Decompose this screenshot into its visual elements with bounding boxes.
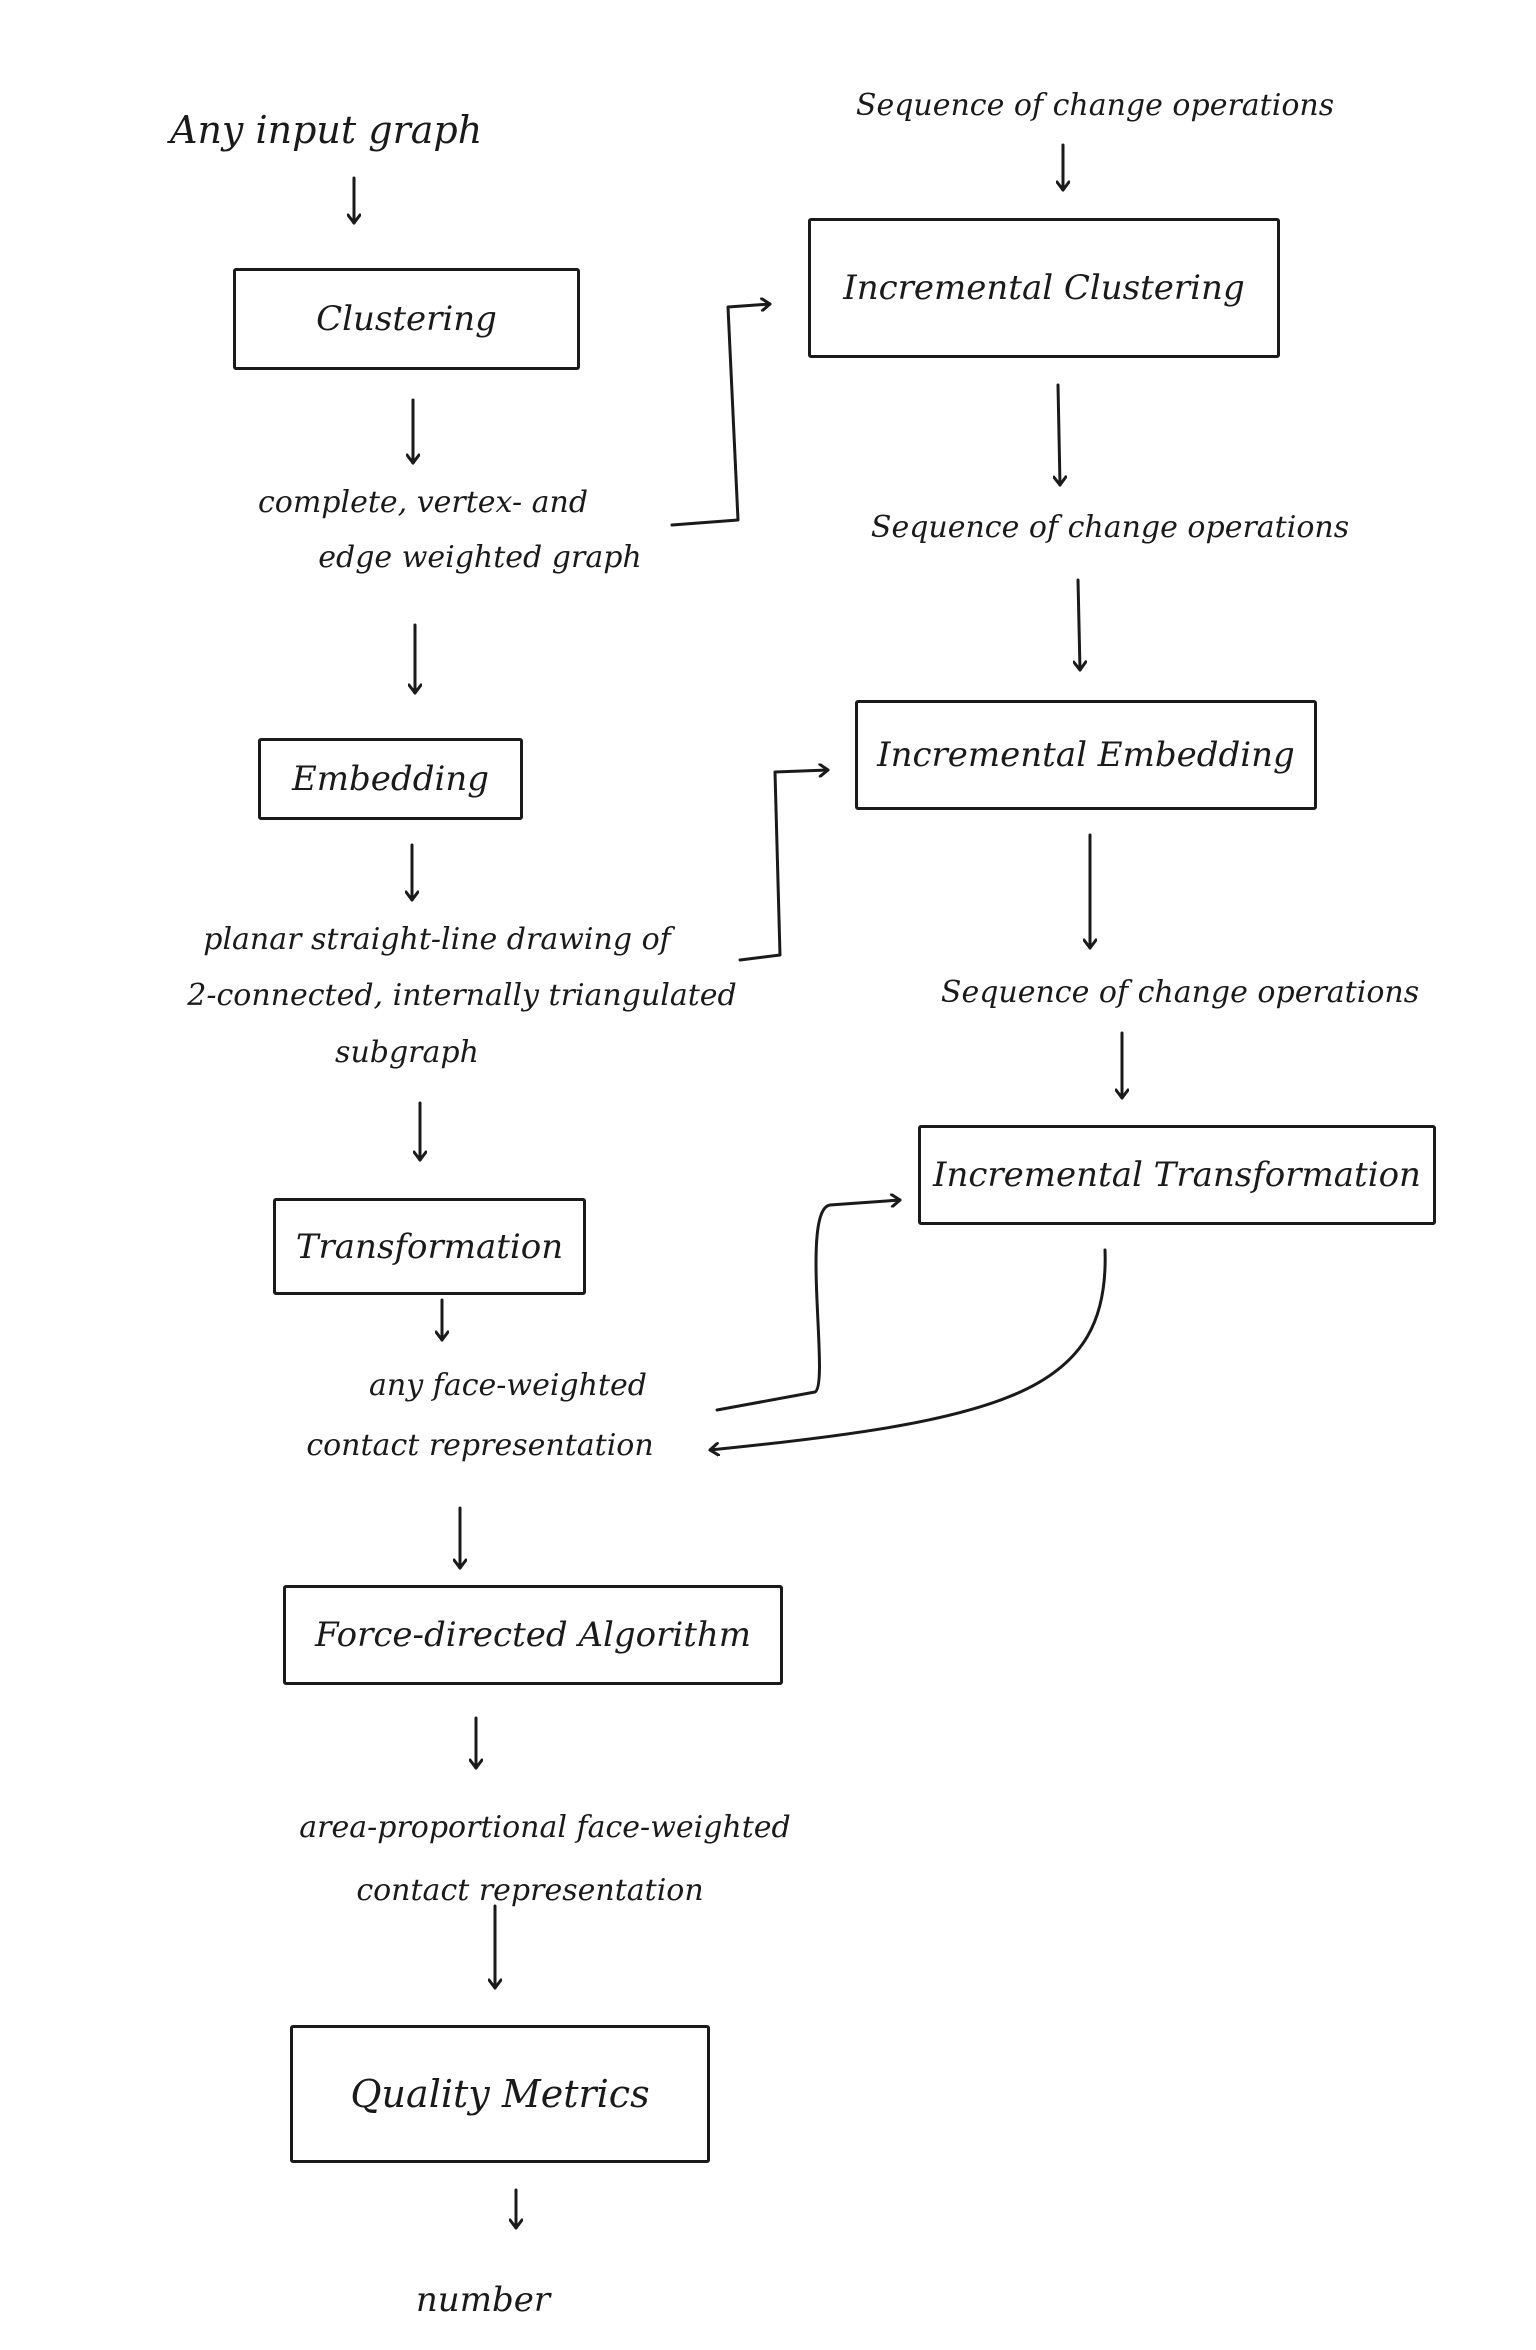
quality-metrics-label: Quality Metrics	[350, 2072, 650, 2116]
clustering-sequence-label: Sequence of change operations	[870, 510, 1350, 545]
transformation-box[interactable]: Transformation	[273, 1198, 586, 1295]
transformation-output-line1: any face-weighted	[369, 1368, 647, 1403]
force-directed-label: Force-directed Algorithm	[314, 1615, 752, 1655]
incremental-embedding-box[interactable]: Incremental Embedding	[855, 700, 1317, 810]
right-input-sequence-label: Sequence of change operations	[855, 88, 1335, 123]
embedding-output-line1: planar straight-line drawing of	[203, 922, 671, 957]
clustering-label: Clustering	[316, 299, 497, 339]
arrow-contact-to-inc-transformation	[715, 1200, 902, 1412]
embedding-output-line2: 2-connected, internally triangulated	[187, 978, 737, 1013]
any-input-graph-label: Any input graph	[170, 108, 483, 152]
arrow-drawing-to-inc-embedding	[738, 770, 830, 962]
embedding-output-line3: subgraph	[335, 1035, 479, 1070]
embedding-label: Embedding	[291, 759, 489, 799]
transformation-label: Transformation	[295, 1226, 564, 1267]
incremental-transformation-label: Incremental Transformation	[933, 1155, 1421, 1195]
force-directed-box[interactable]: Force-directed Algorithm	[283, 1585, 783, 1685]
arrow-inc-transformation-to-contact	[708, 1248, 1107, 1450]
embedding-box[interactable]: Embedding	[258, 738, 523, 820]
transformation-output-line2: contact representation	[306, 1428, 654, 1463]
quality-metrics-box[interactable]: Quality Metrics	[290, 2025, 710, 2163]
force-output-line1: area-proportional face-weighted	[299, 1810, 791, 1845]
incremental-embedding-label: Incremental Embedding	[877, 735, 1295, 775]
number-label: number	[415, 2280, 551, 2320]
embedding-sequence-label: Sequence of change operations	[940, 975, 1420, 1010]
incremental-clustering-box[interactable]: Incremental Clustering	[808, 218, 1280, 358]
arrow-inc-clustering-down	[1058, 383, 1060, 487]
incremental-clustering-label: Incremental Clustering	[843, 268, 1245, 308]
cluster-output-line2: edge weighted graph	[318, 540, 642, 575]
incremental-transformation-box[interactable]: Incremental Transformation	[918, 1125, 1436, 1225]
arrow-seq-to-inc-embedding	[1078, 578, 1080, 672]
clustering-box[interactable]: Clustering	[233, 268, 580, 370]
force-output-line2: contact representation	[356, 1873, 704, 1908]
arrow-graph-to-inc-clustering	[670, 304, 772, 527]
cluster-output-line1: complete, vertex- and	[257, 485, 589, 520]
